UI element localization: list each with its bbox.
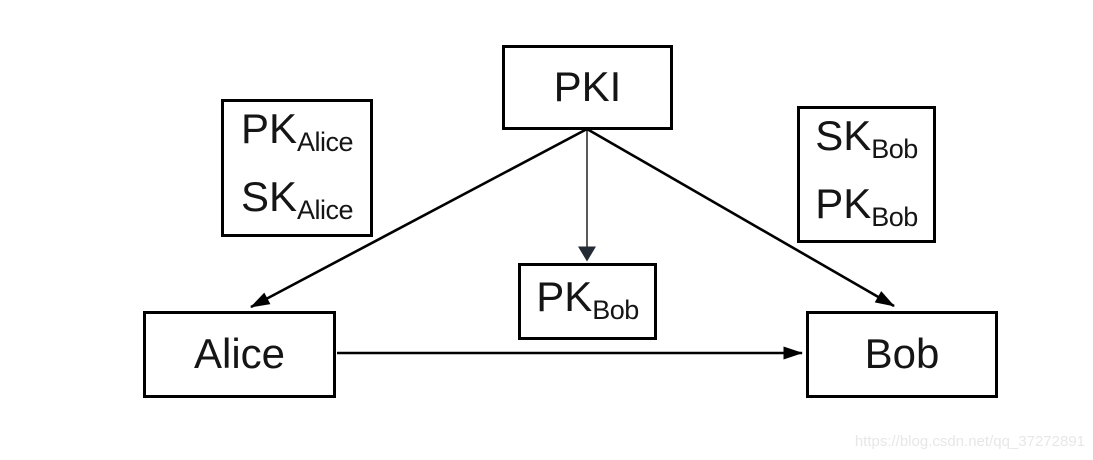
key-owner-subscript: Bob: [871, 201, 918, 232]
key-symbol: SK: [240, 173, 297, 220]
edge-pki-to-alice: [250, 127, 588, 309]
bob-label: Bob: [864, 330, 940, 378]
node-published-key: PKBob: [518, 263, 657, 340]
bob-secret-key-label: SKBob: [815, 107, 918, 175]
alice-label: Alice: [193, 330, 286, 378]
key-symbol: SK: [815, 111, 872, 159]
bob-public-key-label: PKBob: [815, 175, 918, 243]
published-public-key-label: PKBob: [536, 268, 639, 336]
watermark-url: https://blog.csdn.net/qq_37272891: [854, 433, 1085, 450]
key-owner-subscript: Bob: [592, 294, 639, 325]
key-owner-subscript: Alice: [297, 195, 354, 225]
pki-label: PKI: [553, 63, 622, 111]
key-symbol: PK: [240, 105, 297, 152]
key-symbol: PK: [536, 272, 593, 320]
node-alice: Alice: [143, 311, 336, 398]
node-bob-keys: SKBob PKBob: [797, 106, 936, 243]
key-symbol: PK: [815, 179, 872, 227]
key-owner-subscript: Alice: [297, 127, 354, 157]
alice-public-key-label: PKAlice: [240, 100, 354, 168]
alice-secret-key-label: SKAlice: [240, 168, 354, 236]
node-pki: PKI: [502, 45, 673, 130]
edge-pki-to-bob: [586, 127, 895, 308]
node-alice-keys: PKAlice SKAlice: [221, 99, 373, 237]
node-bob: Bob: [806, 311, 998, 398]
key-owner-subscript: Bob: [871, 133, 918, 164]
